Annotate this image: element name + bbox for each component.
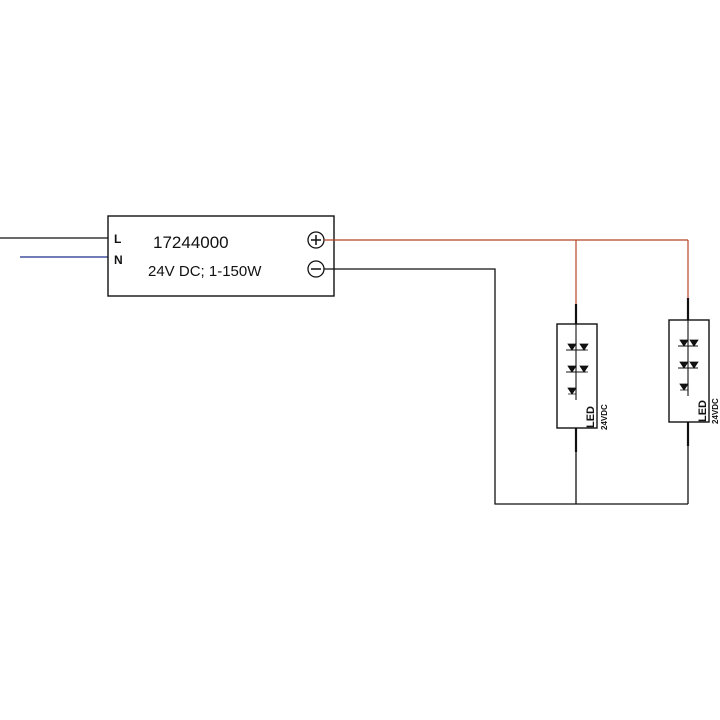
led-diode-icon bbox=[567, 387, 577, 395]
led-diode-icon bbox=[579, 343, 589, 351]
led-module-2: LED 24VDC bbox=[668, 298, 720, 446]
input-label-N: N bbox=[114, 253, 123, 267]
led-diode-icon bbox=[679, 361, 689, 369]
led-diode-icon bbox=[567, 365, 577, 373]
led-module-1-body bbox=[556, 323, 598, 429]
led-module-2-body bbox=[668, 319, 710, 423]
led-diode-icon bbox=[679, 339, 689, 347]
led-driver: L N 17244000 24V DC; 1-150W bbox=[107, 215, 335, 297]
driver-model-number: 17244000 bbox=[153, 233, 229, 252]
led-diode-icon bbox=[689, 339, 699, 347]
driver-rating: 24V DC; 1-150W bbox=[148, 263, 262, 280]
led-module-2-label: LED bbox=[697, 400, 709, 422]
led-module-1-label: LED bbox=[585, 406, 597, 428]
driver-housing bbox=[107, 215, 335, 297]
led-module-2-voltage: 24VDC bbox=[711, 398, 720, 424]
led-diode-icon bbox=[689, 361, 699, 369]
led-diode-icon bbox=[579, 365, 589, 373]
led-diode-icon bbox=[567, 343, 577, 351]
led-module-1: LED 24VDC bbox=[556, 304, 609, 452]
negative-return-wire bbox=[324, 268, 688, 505]
input-label-L: L bbox=[114, 232, 121, 246]
led-module-1-voltage: 24VDC bbox=[600, 404, 609, 430]
led-diode-icon bbox=[679, 383, 689, 391]
